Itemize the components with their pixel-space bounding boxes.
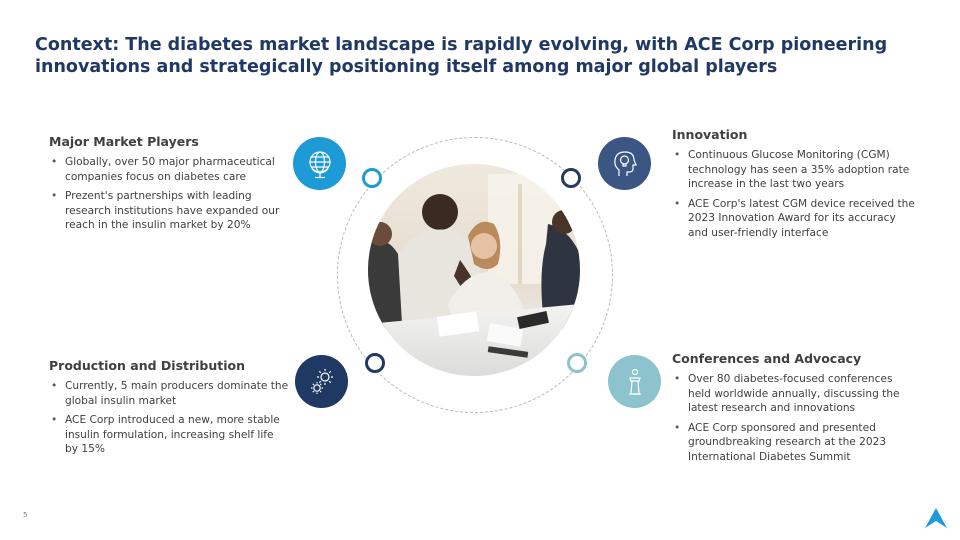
bullet-item: Over 80 diabetes-focused conferences hel… — [672, 372, 917, 416]
connector-dot — [365, 353, 385, 373]
section-production-distribution: Production and Distribution Currently, 5… — [49, 358, 289, 462]
bullet-list: Globally, over 50 major pharmaceutical c… — [49, 155, 289, 233]
bullet-item: Prezent's partnerships with leading rese… — [49, 189, 289, 233]
podium-icon — [608, 355, 661, 408]
connector-dot — [561, 168, 581, 188]
gears-icon — [295, 355, 348, 408]
dashed-ring — [337, 137, 613, 413]
bullet-item: Continuous Glucose Monitoring (CGM) tech… — [672, 148, 917, 192]
bullet-item: Globally, over 50 major pharmaceutical c… — [49, 155, 289, 184]
section-heading: Conferences and Advocacy — [672, 351, 862, 366]
section-major-market-players: Major Market Players Globally, over 50 m… — [49, 134, 289, 238]
section-heading: Innovation — [672, 127, 748, 142]
section-heading: Production and Distribution — [49, 358, 246, 373]
bullet-item: Currently, 5 main producers dominate the… — [49, 379, 289, 408]
slide-title: Context: The diabetes market landscape i… — [35, 35, 888, 77]
section-heading: Major Market Players — [49, 134, 199, 149]
bullet-item: ACE Corp's latest CGM device received th… — [672, 197, 917, 241]
section-conferences-advocacy: Conferences and Advocacy Over 80 diabete… — [672, 351, 917, 469]
globe-icon — [293, 137, 346, 190]
bullet-list: Continuous Glucose Monitoring (CGM) tech… — [672, 148, 917, 240]
section-innovation: Innovation Continuous Glucose Monitoring… — [672, 127, 917, 245]
connector-dot — [567, 353, 587, 373]
connector-dot — [362, 168, 382, 188]
page-number: 5 — [23, 511, 28, 519]
bullet-item: ACE Corp introduced a new, more stable i… — [49, 413, 289, 457]
bullet-list: Currently, 5 main producers dominate the… — [49, 379, 289, 457]
ace-logo-icon — [925, 508, 947, 532]
head-idea-icon — [598, 137, 651, 190]
bullet-item: ACE Corp sponsored and presented groundb… — [672, 421, 917, 465]
bullet-list: Over 80 diabetes-focused conferences hel… — [672, 372, 917, 464]
team-photo — [368, 164, 580, 376]
